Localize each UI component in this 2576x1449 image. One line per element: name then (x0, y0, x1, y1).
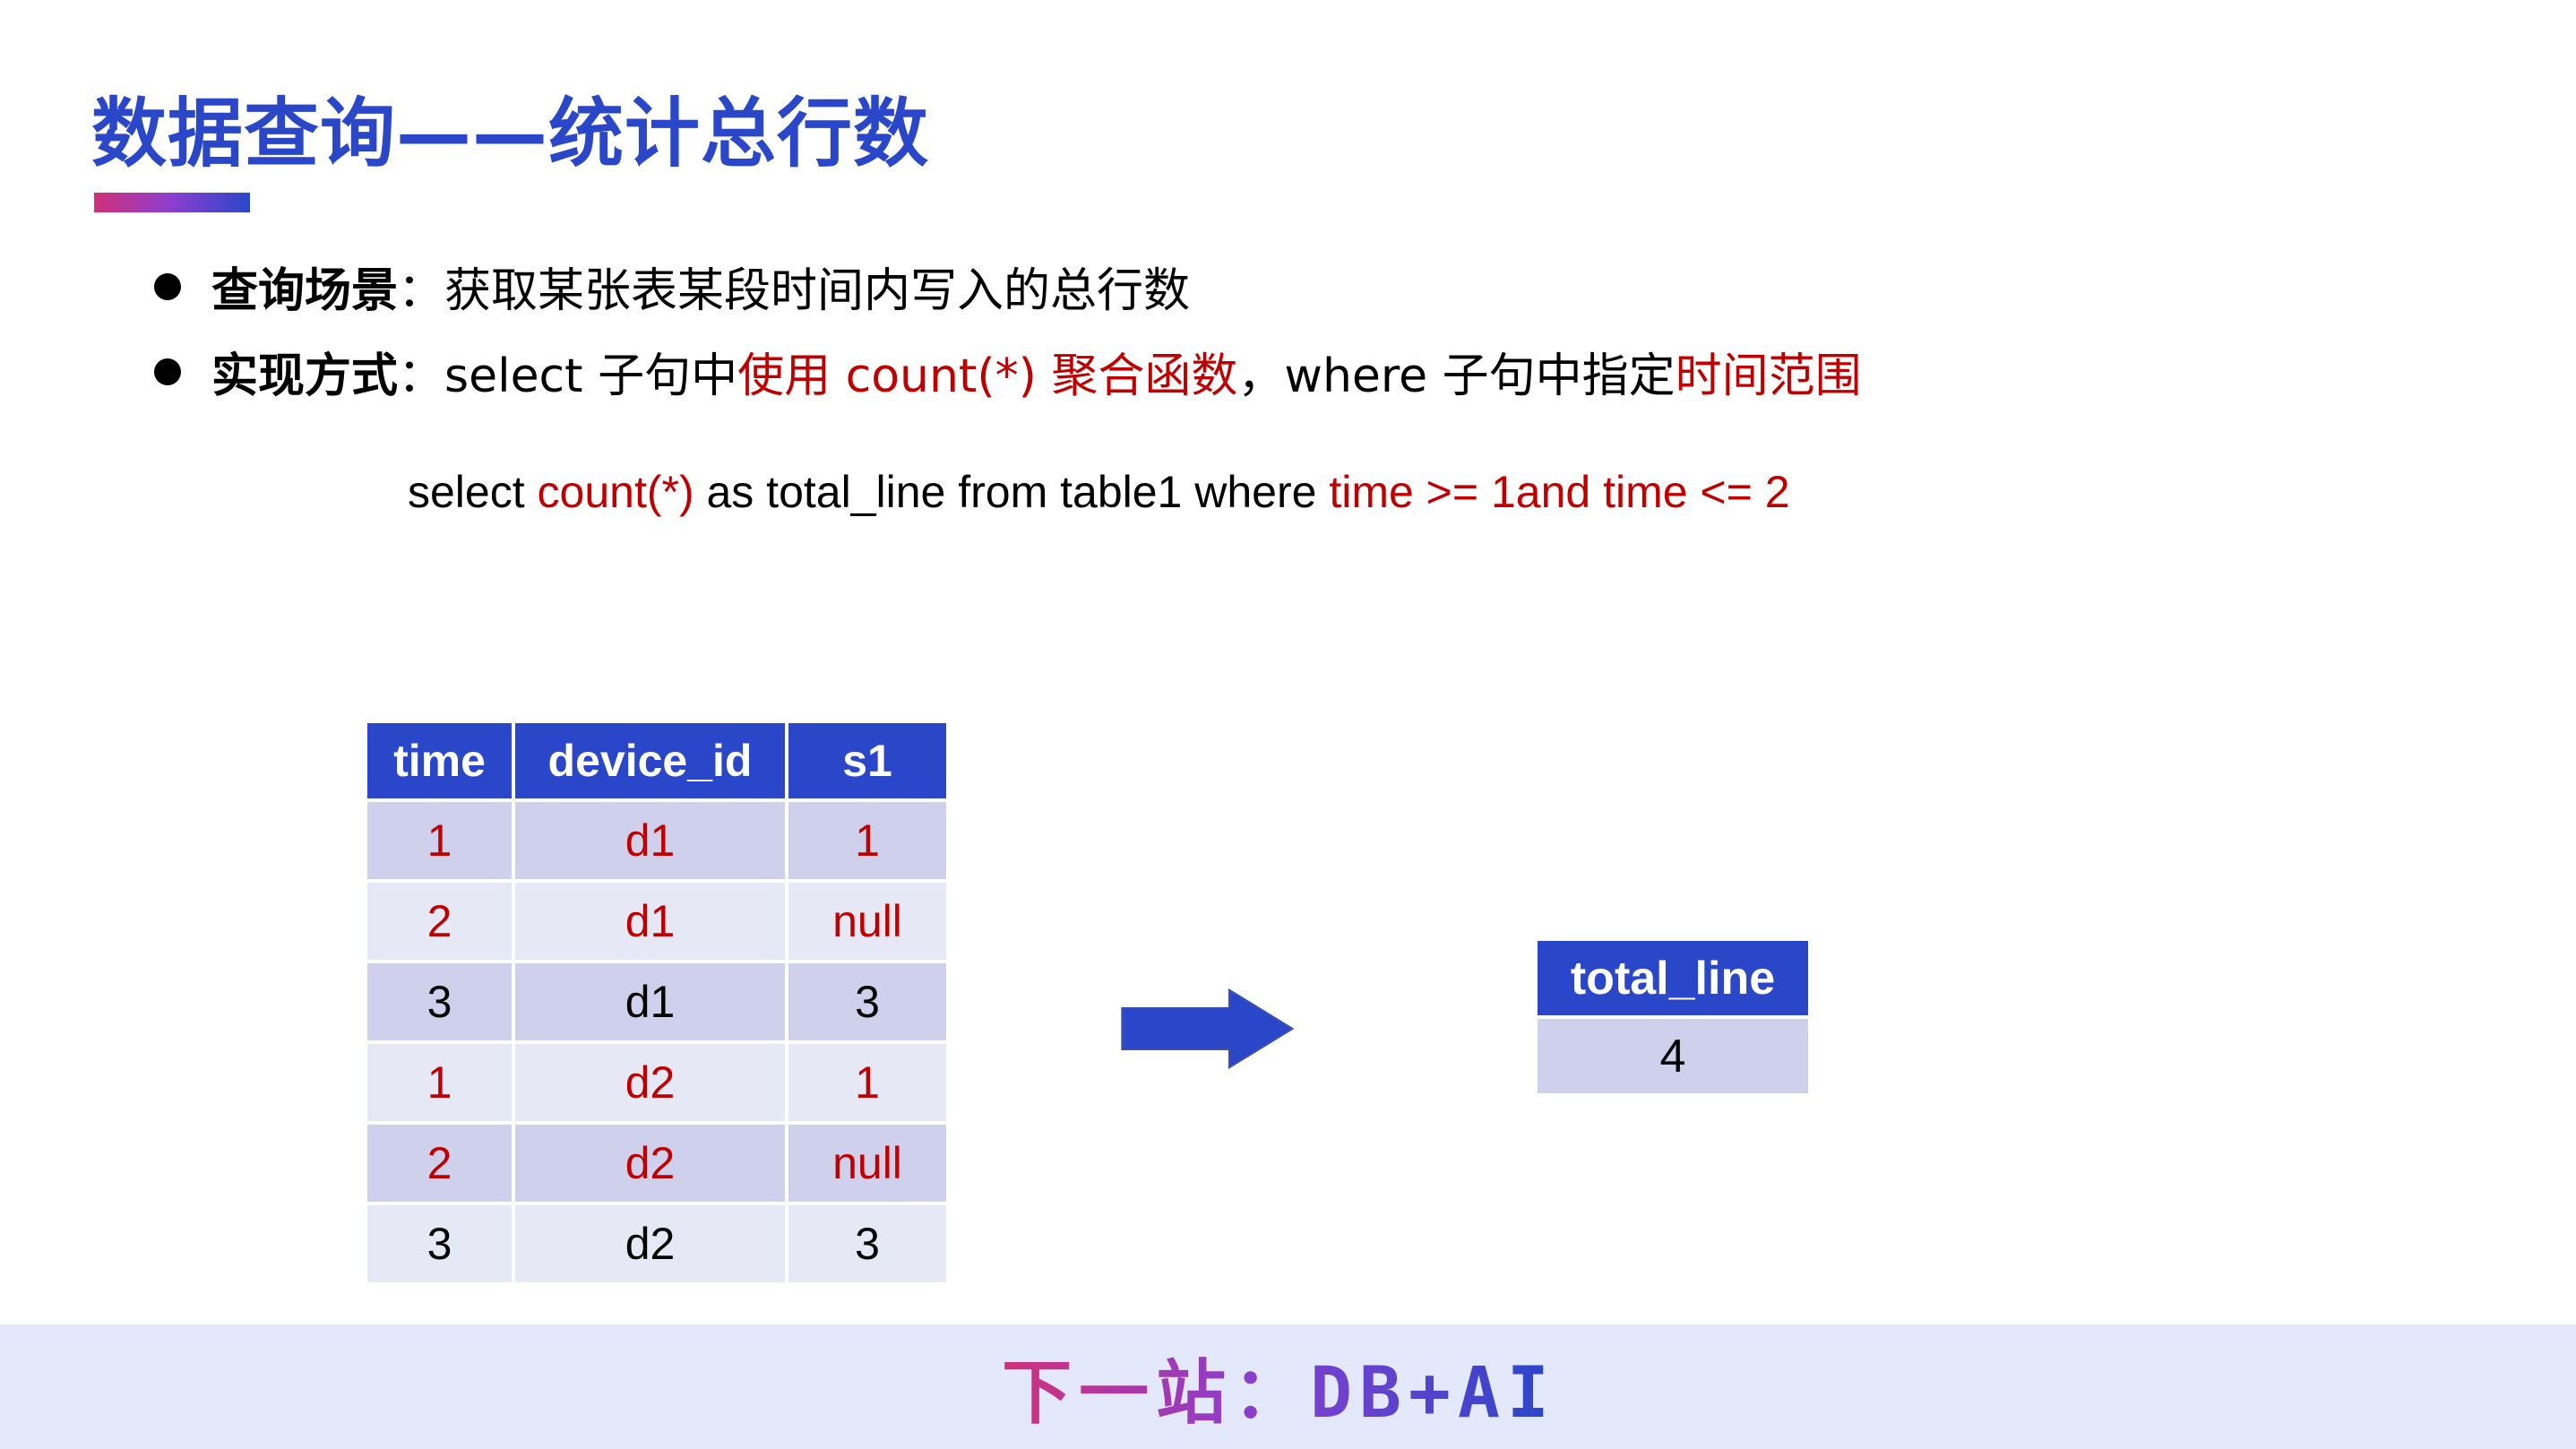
result-table: total_line 4 (1534, 937, 1812, 1097)
table-cell: 1 (788, 1044, 946, 1121)
table-header-row: time device_id s1 (367, 723, 946, 798)
title-accent-bar (94, 193, 250, 212)
bullet-implementation: 实现方式 ： select 子句中 使用 count(*) 聚合函数 ，wher… (154, 338, 1862, 405)
bullet-lead: 查询场景 (211, 264, 399, 318)
table-cell: 3 (788, 963, 946, 1040)
result-value-cell: 4 (1538, 1019, 1808, 1093)
bullet-separator: ： (398, 264, 445, 318)
table-cell: 1 (788, 802, 946, 879)
table-row: 4 (1538, 1019, 1808, 1093)
sql-statement: select count(*) as total_line from table… (408, 466, 1790, 518)
sql-segment-highlight: time >= 1and time <= 2 (1329, 467, 1790, 517)
bullet-text: select 子句中 (444, 349, 738, 403)
table-cell: d1 (515, 883, 785, 960)
bullet-dot-icon (154, 358, 181, 385)
page-title: 数据查询——统计总行数 (91, 90, 930, 177)
column-header-s1: s1 (788, 723, 946, 798)
table-cell: 3 (367, 1205, 512, 1282)
bullet-text: ，where 子句中指定 (1237, 349, 1676, 403)
bullet-dot-icon (154, 272, 181, 300)
table-row: 1 d2 1 (367, 1044, 946, 1121)
table-cell: d2 (515, 1205, 785, 1282)
sql-segment: select (408, 467, 538, 517)
column-header-total-line: total_line (1538, 941, 1808, 1015)
table-row: 3 d1 3 (367, 963, 946, 1040)
column-header-time: time (367, 723, 512, 798)
right-arrow-icon (1121, 988, 1295, 1069)
table-row: 2 d1 null (367, 883, 946, 960)
bullet-text: 获取某张表某段时间内写入的总行数 (444, 264, 1191, 318)
bullet-text-highlight: 使用 count(*) 聚合函数 (737, 349, 1238, 403)
sql-segment: as total_line from table1 where (694, 467, 1330, 517)
table-header-row: total_line (1538, 941, 1808, 1015)
table-cell: 2 (367, 1125, 512, 1202)
bullet-separator: ： (398, 349, 445, 403)
bullet-lead: 实现方式 (211, 349, 399, 403)
column-header-device-id: device_id (515, 723, 785, 798)
table-cell: null (788, 883, 946, 960)
table-cell: 3 (788, 1205, 946, 1282)
table-cell: d1 (515, 963, 785, 1040)
footer-text: 下一站：DB+AI (1002, 1337, 1556, 1437)
table-cell: 3 (367, 963, 512, 1040)
table-row: 1 d1 1 (367, 802, 946, 879)
source-data-table: time device_id s1 1 d1 1 2 d1 null 3 d1 … (364, 720, 950, 1286)
table-cell: d2 (515, 1125, 785, 1202)
table-cell: d1 (515, 802, 785, 879)
bullet-text-highlight: 时间范围 (1675, 349, 1862, 403)
footer-banner: 下一站：DB+AI (0, 1324, 2576, 1449)
table-cell: d2 (515, 1044, 785, 1121)
table-cell: 2 (367, 883, 512, 960)
sql-segment-highlight: count(*) (537, 467, 694, 517)
table-row: 3 d2 3 (367, 1205, 946, 1282)
table-cell: null (788, 1125, 946, 1202)
table-cell: 1 (367, 1044, 512, 1121)
table-cell: 1 (367, 802, 512, 879)
table-row: 2 d2 null (367, 1125, 946, 1202)
bullet-query-scenario: 查询场景 ： 获取某张表某段时间内写入的总行数 (154, 253, 1190, 320)
